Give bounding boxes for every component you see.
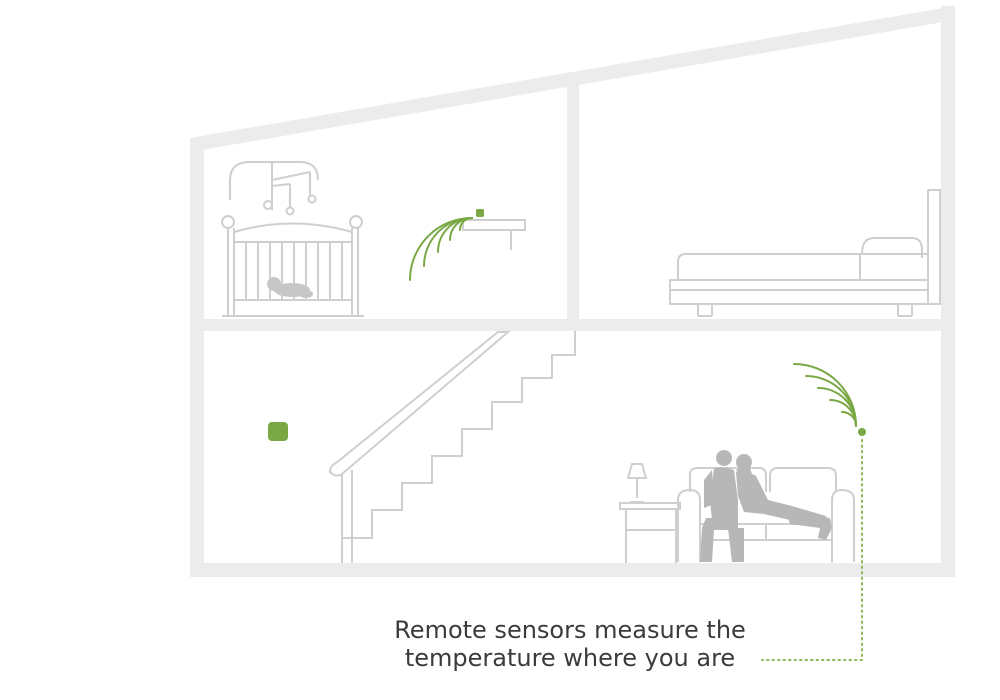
couple-silhouette [700,450,832,562]
middle-floor [190,319,955,331]
roof [190,6,955,152]
right-wall [941,6,955,576]
thermostat-icon [268,422,288,441]
left-wall [190,138,204,576]
living-signal-waves [793,363,857,427]
upper-divider-wall [567,82,579,322]
lamp-icon [626,463,648,503]
side-table [619,502,681,563]
house-structure [190,6,955,577]
wall-shelf [462,219,526,250]
nursery-signal-waves [409,217,473,281]
callout-leader-line [761,439,863,661]
bed-icon [669,189,941,317]
caption: Remote sensors measure the temperature w… [330,616,810,672]
remote-sensor-icon [858,428,866,436]
caption-line-2: temperature where you are [404,644,736,672]
baby-icon [267,277,313,298]
remote-sensor-icon [476,209,484,217]
crib-icon [221,161,364,317]
stairs-icon [328,331,576,563]
ground-floor [190,563,955,577]
caption-line-1: Remote sensors measure the [394,616,746,644]
